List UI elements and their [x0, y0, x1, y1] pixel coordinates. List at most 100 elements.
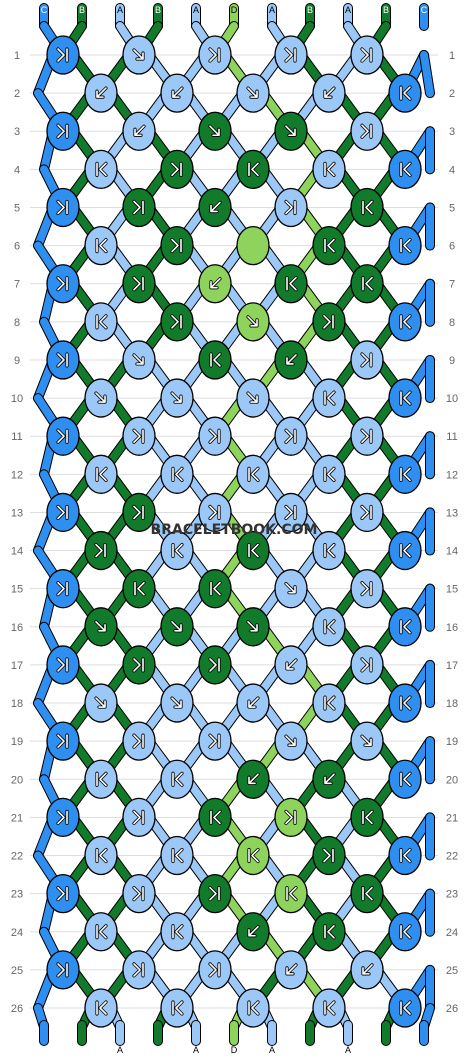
- knot-arrow-icon: [248, 773, 259, 785]
- strand-label-top: D: [231, 5, 238, 15]
- knot-arrow-icon: [285, 48, 293, 62]
- knot-arrow-icon: [323, 315, 331, 329]
- knot: [160, 835, 194, 876]
- row-number-left: 16: [11, 622, 23, 634]
- row-number-right: 19: [446, 736, 458, 748]
- knot: [312, 759, 346, 799]
- knot-arrow-icon: [285, 582, 296, 594]
- row-number-left: 21: [11, 812, 23, 824]
- row-number-left: 24: [11, 927, 23, 939]
- knot: [236, 683, 270, 723]
- knot-arrow-icon: [57, 581, 65, 596]
- knot: [198, 569, 232, 609]
- knot-arrow-icon: [403, 238, 411, 253]
- knot-arrow-icon: [57, 963, 65, 977]
- knot-arrow-icon: [285, 735, 296, 746]
- knot-arrow-icon: [247, 87, 258, 98]
- knot-arrow-icon: [133, 810, 141, 825]
- knot-arrow-icon: [99, 1001, 107, 1015]
- knot-arrow-icon: [323, 848, 331, 863]
- knot-arrow-icon: [289, 886, 297, 901]
- knot-arrow-icon: [133, 276, 141, 291]
- knot: [312, 912, 346, 952]
- edge-strand-segment: [420, 51, 434, 98]
- knot-arrow-icon: [248, 925, 259, 937]
- knot: [84, 225, 118, 266]
- knot-arrow-icon: [57, 505, 65, 520]
- knot: [198, 416, 232, 456]
- knot-arrow-icon: [403, 162, 411, 177]
- knot: [160, 149, 194, 190]
- knot-arrow-icon: [248, 697, 259, 708]
- knot-arrow-icon: [210, 201, 221, 213]
- row-number-right: 3: [449, 126, 455, 138]
- knot: [236, 149, 270, 190]
- knot: [46, 492, 80, 533]
- knot: [160, 225, 194, 266]
- row-number-right: 5: [449, 202, 455, 214]
- knot-arrow-icon: [171, 621, 182, 632]
- knot: [122, 492, 156, 533]
- knot-arrow-icon: [96, 87, 107, 98]
- knot: [388, 988, 422, 1028]
- knot-arrow-icon: [95, 621, 106, 632]
- knot: [236, 835, 270, 876]
- knot: [274, 569, 308, 609]
- knot: [46, 950, 80, 990]
- knot-arrow-icon: [361, 658, 369, 672]
- row-number-left: 12: [11, 469, 23, 481]
- row-number-right: 10: [446, 393, 458, 405]
- knot-arrow-icon: [327, 924, 335, 939]
- knot-arrow-icon: [210, 277, 221, 289]
- knot-arrow-icon: [403, 924, 411, 939]
- row-number-right: 7: [449, 279, 455, 291]
- knot: [388, 759, 422, 799]
- knot-arrow-icon: [361, 48, 369, 62]
- knot-arrow-icon: [286, 659, 297, 670]
- knot: [46, 187, 80, 228]
- knot: [198, 264, 232, 304]
- knot: [198, 950, 232, 990]
- knot: [198, 645, 232, 685]
- row-number-left: 1: [14, 50, 20, 62]
- knot-arrow-icon: [251, 848, 259, 863]
- knot-arrow-icon: [99, 924, 107, 939]
- knot-arrow-icon: [286, 964, 297, 975]
- knot: [274, 492, 308, 533]
- knot: [46, 645, 80, 685]
- knot-arrow-icon: [251, 543, 259, 558]
- knot-arrow-icon: [133, 505, 141, 520]
- knot-arrow-icon: [403, 543, 411, 558]
- row-number-left: 3: [14, 126, 20, 138]
- knot: [312, 607, 346, 647]
- knot-arrow-icon: [247, 621, 258, 632]
- knot-arrow-icon: [95, 697, 106, 708]
- knot: [388, 454, 422, 494]
- knot-arrow-icon: [403, 391, 411, 405]
- knot-arrow-icon: [247, 392, 258, 403]
- knot-arrow-icon: [133, 429, 141, 443]
- knot-arrow-icon: [57, 200, 65, 215]
- knot: [46, 873, 80, 914]
- knot: [122, 264, 156, 304]
- knot-arrow-icon: [57, 48, 65, 62]
- knot: [46, 797, 80, 838]
- knot-arrow-icon: [403, 86, 411, 100]
- knot-arrow-icon: [289, 276, 297, 291]
- knot: [198, 797, 232, 838]
- knot-arrow-icon: [175, 467, 183, 482]
- knot-arrow-icon: [327, 543, 335, 558]
- knot: [160, 988, 194, 1028]
- row-number-right: 6: [449, 241, 455, 253]
- knot-arrow-icon: [361, 429, 369, 443]
- strand-label-top: A: [117, 5, 123, 15]
- knot-arrow-icon: [247, 316, 258, 327]
- knot: [274, 416, 308, 456]
- knot: [46, 569, 80, 609]
- knot-arrow-icon: [57, 810, 65, 825]
- knot: [350, 797, 384, 838]
- row-number-right: 15: [446, 584, 458, 596]
- knot: [46, 264, 80, 304]
- knot: [274, 264, 308, 304]
